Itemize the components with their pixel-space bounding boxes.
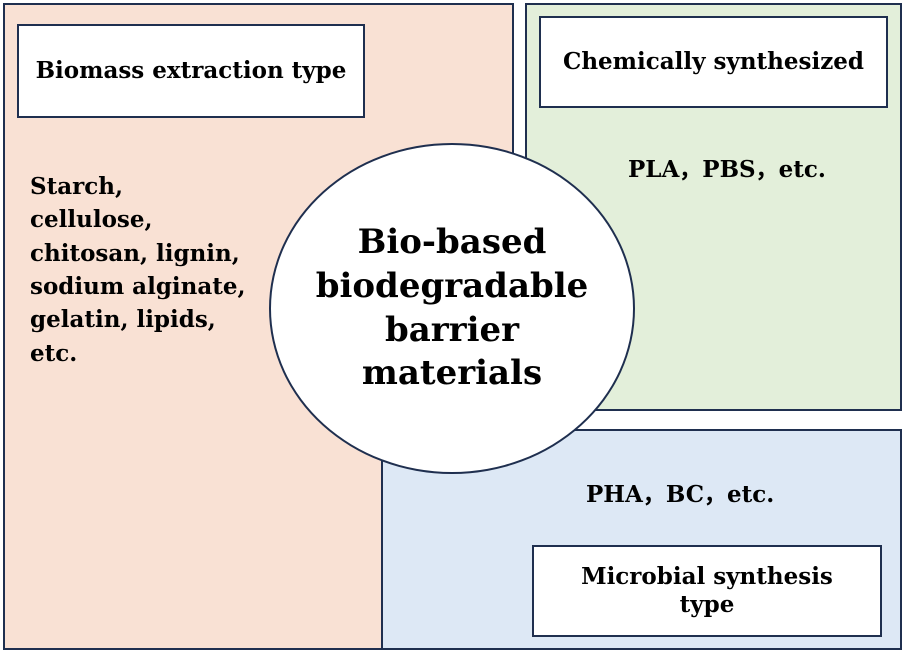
biomass-heading: Biomass extraction type bbox=[17, 24, 365, 118]
microbial-examples: PHA，BC，etc. bbox=[586, 481, 775, 508]
microbial-heading: Microbial synthesis type bbox=[532, 545, 882, 637]
biomass-example-item: etc. bbox=[30, 339, 78, 367]
center-circle: Bio-based biodegradable barrier material… bbox=[269, 143, 635, 474]
biomass-examples: Starch, cellulose, chitosan, lignin, sod… bbox=[30, 170, 246, 370]
biomass-example-item: chitosan, lignin, bbox=[30, 239, 240, 267]
biomass-example-item: Starch, bbox=[30, 173, 123, 200]
biomass-example-item: sodium alginate, bbox=[30, 273, 246, 301]
biomass-example-item: cellulose, bbox=[30, 206, 153, 234]
biomass-example-item: gelatin, lipids, bbox=[30, 306, 216, 334]
center-title: Bio-based biodegradable barrier material… bbox=[315, 222, 589, 394]
chemical-heading: Chemically synthesized bbox=[539, 16, 888, 108]
chemical-examples: PLA，PBS，etc. bbox=[628, 156, 826, 183]
